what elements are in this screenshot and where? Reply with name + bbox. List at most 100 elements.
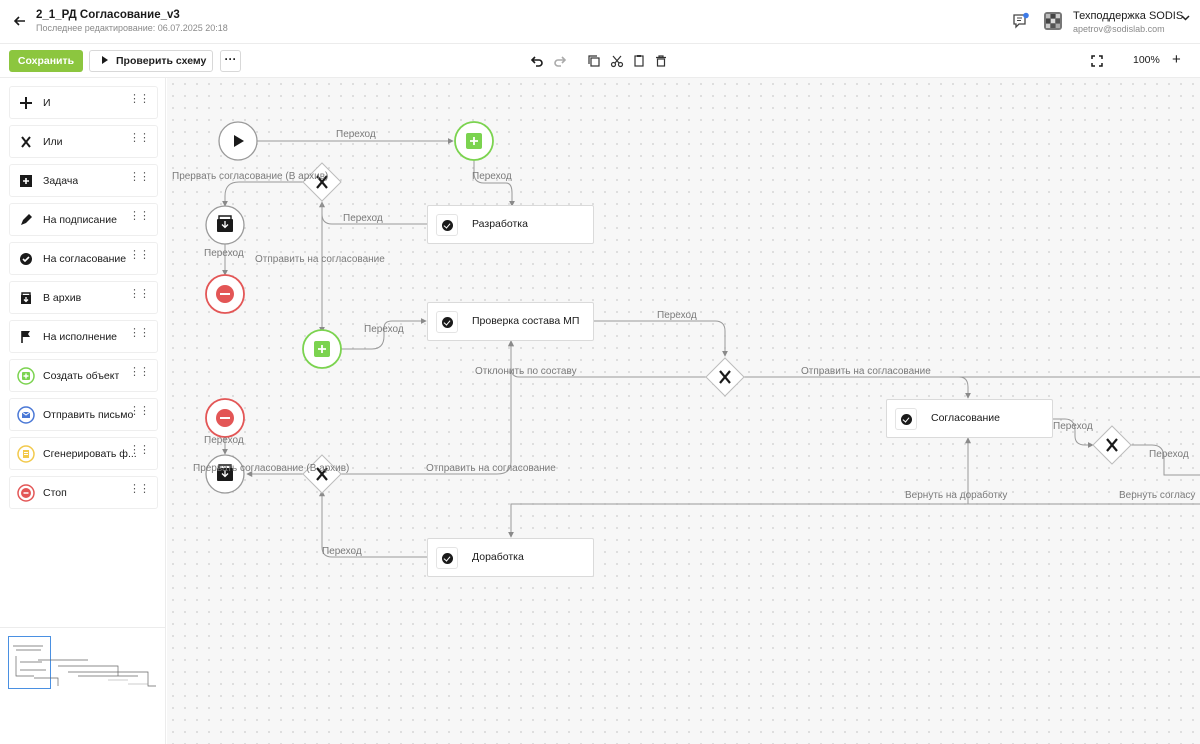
edge-xor2-to-approval [743,376,971,399]
palette-item-and[interactable]: И ⋮⋮ [9,86,158,119]
user-name: Техподдержка SODIS [1073,10,1184,22]
start-event [218,121,258,161]
edge-label: Переход [336,129,376,140]
back-button[interactable] [9,10,31,32]
task-node-approval[interactable]: Согласование [886,399,1053,438]
drag-handle-icon[interactable]: ⋮⋮ [129,171,150,183]
edge-label: Переход [343,213,383,224]
drag-handle-icon[interactable]: ⋮⋮ [129,444,150,456]
and-gateway-2 [302,329,342,369]
delete-button[interactable] [654,54,668,68]
check-circle-icon [17,250,35,268]
edge-label: Переход [322,546,362,557]
stop-event-2 [205,398,245,438]
chat-icon [1013,12,1029,29]
edge-and2-to-check [340,318,427,350]
palette-item-execute[interactable]: На исполнение ⋮⋮ [9,320,158,353]
archive-icon [17,289,35,307]
edge-xor3-right [1131,444,1200,476]
drag-handle-icon[interactable]: ⋮⋮ [129,288,150,300]
copy-icon [588,55,600,67]
edge-label: Прервать согласование (В архив) [193,463,349,474]
flag-icon [17,328,35,346]
palette-item-create-object[interactable]: Создать объект ⋮⋮ [9,359,158,392]
task-node-check-composition[interactable]: Проверка состава МП [427,302,594,341]
edge-label: Отправить на согласование [426,463,556,474]
palette-item-label: На подписание [43,214,117,226]
palette-item-generate[interactable]: Сгенерировать ф... ⋮⋮ [9,437,158,470]
drag-handle-icon[interactable]: ⋮⋮ [129,483,150,495]
trash-icon [656,55,666,67]
and-gateway-1 [454,121,494,161]
task-node-development[interactable]: Разработка [427,205,594,244]
save-button[interactable]: Сохранить [9,50,83,72]
zoom-level: 100% [1133,54,1160,66]
drag-handle-icon[interactable]: ⋮⋮ [129,132,150,144]
task-node-rework[interactable]: Доработка [427,538,594,577]
edge-label: Отклонить по составу [475,366,577,377]
undo-icon [530,56,543,67]
edge-label: Переход [364,324,404,335]
avatar[interactable] [1044,12,1062,30]
archive-event-1 [205,205,245,245]
chat-notification-button[interactable] [1012,12,1030,30]
palette-item-label: Задача [43,175,79,187]
palette-item-label: На согласование [43,253,127,265]
xor-gateway-4 [302,454,342,494]
drag-handle-icon[interactable]: ⋮⋮ [129,405,150,417]
app-header: 2_1_РД Согласование_v3 Последнее редакти… [0,0,1200,44]
edge-approval-to-xor3 [1053,418,1094,448]
drag-handle-icon[interactable]: ⋮⋮ [129,366,150,378]
palette-item-archive[interactable]: В архив ⋮⋮ [9,281,158,314]
drag-handle-icon[interactable]: ⋮⋮ [129,93,150,105]
mail-icon [17,406,35,424]
edge-label: Переход [657,310,697,321]
more-options-button[interactable]: ··· [220,50,241,72]
palette-item-or[interactable]: Или ⋮⋮ [9,125,158,158]
edge-label: Отправить на согласование [255,254,385,265]
palette-item-task[interactable]: Задача ⋮⋮ [9,164,158,197]
edge-label: Вернуть согласу [1119,490,1195,501]
xor-gateway-3 [1092,425,1132,465]
minimap-divider [0,627,166,628]
create-object-icon [17,367,35,385]
palette-item-label: Или [43,136,63,148]
cut-button[interactable] [610,54,624,68]
check-circle-icon [436,547,458,569]
palette-item-label: И [43,97,51,109]
stop-event-1 [205,274,245,314]
minimap-preview [8,636,156,689]
play-icon [102,56,108,64]
edge-xor1-to-archive [222,181,304,207]
minimap[interactable] [8,636,158,692]
palette-item-send-mail[interactable]: Отправить письмо ⋮⋮ [9,398,158,431]
clipboard-icon [634,55,644,67]
fullscreen-button[interactable] [1090,54,1104,68]
copy-button[interactable] [587,54,601,68]
palette-item-sign[interactable]: На подписание ⋮⋮ [9,203,158,236]
task-icon [17,172,35,190]
user-menu-chevron[interactable] [1181,13,1190,24]
edge-label: Вернуть на доработку [905,489,1007,501]
paste-button[interactable] [632,54,646,68]
pen-icon [17,211,35,229]
avatar-image [1044,12,1062,30]
redo-button[interactable] [553,54,567,68]
zoom-in-button[interactable]: + [1172,51,1181,68]
edge-xor4-to-check [340,340,514,475]
diagram-canvas[interactable]: Переход Переход Прервать согласование (В… [167,78,1200,744]
check-scheme-button[interactable]: Проверить схему [89,50,213,72]
xor-gateway-2 [705,357,745,397]
document-icon [17,445,35,463]
task-label: Доработка [472,551,524,563]
edge-label: Переход [472,171,512,182]
palette-item-approve[interactable]: На согласование ⋮⋮ [9,242,158,275]
drag-handle-icon[interactable]: ⋮⋮ [129,249,150,261]
palette-item-stop[interactable]: Стоп ⋮⋮ [9,476,158,509]
task-label: Согласование [931,412,1000,424]
undo-button[interactable] [530,54,544,68]
drag-handle-icon[interactable]: ⋮⋮ [129,210,150,222]
diagram-edges: Переход Переход Прервать согласование (В… [172,121,1200,558]
edge-label: Переход [204,248,244,259]
drag-handle-icon[interactable]: ⋮⋮ [129,327,150,339]
